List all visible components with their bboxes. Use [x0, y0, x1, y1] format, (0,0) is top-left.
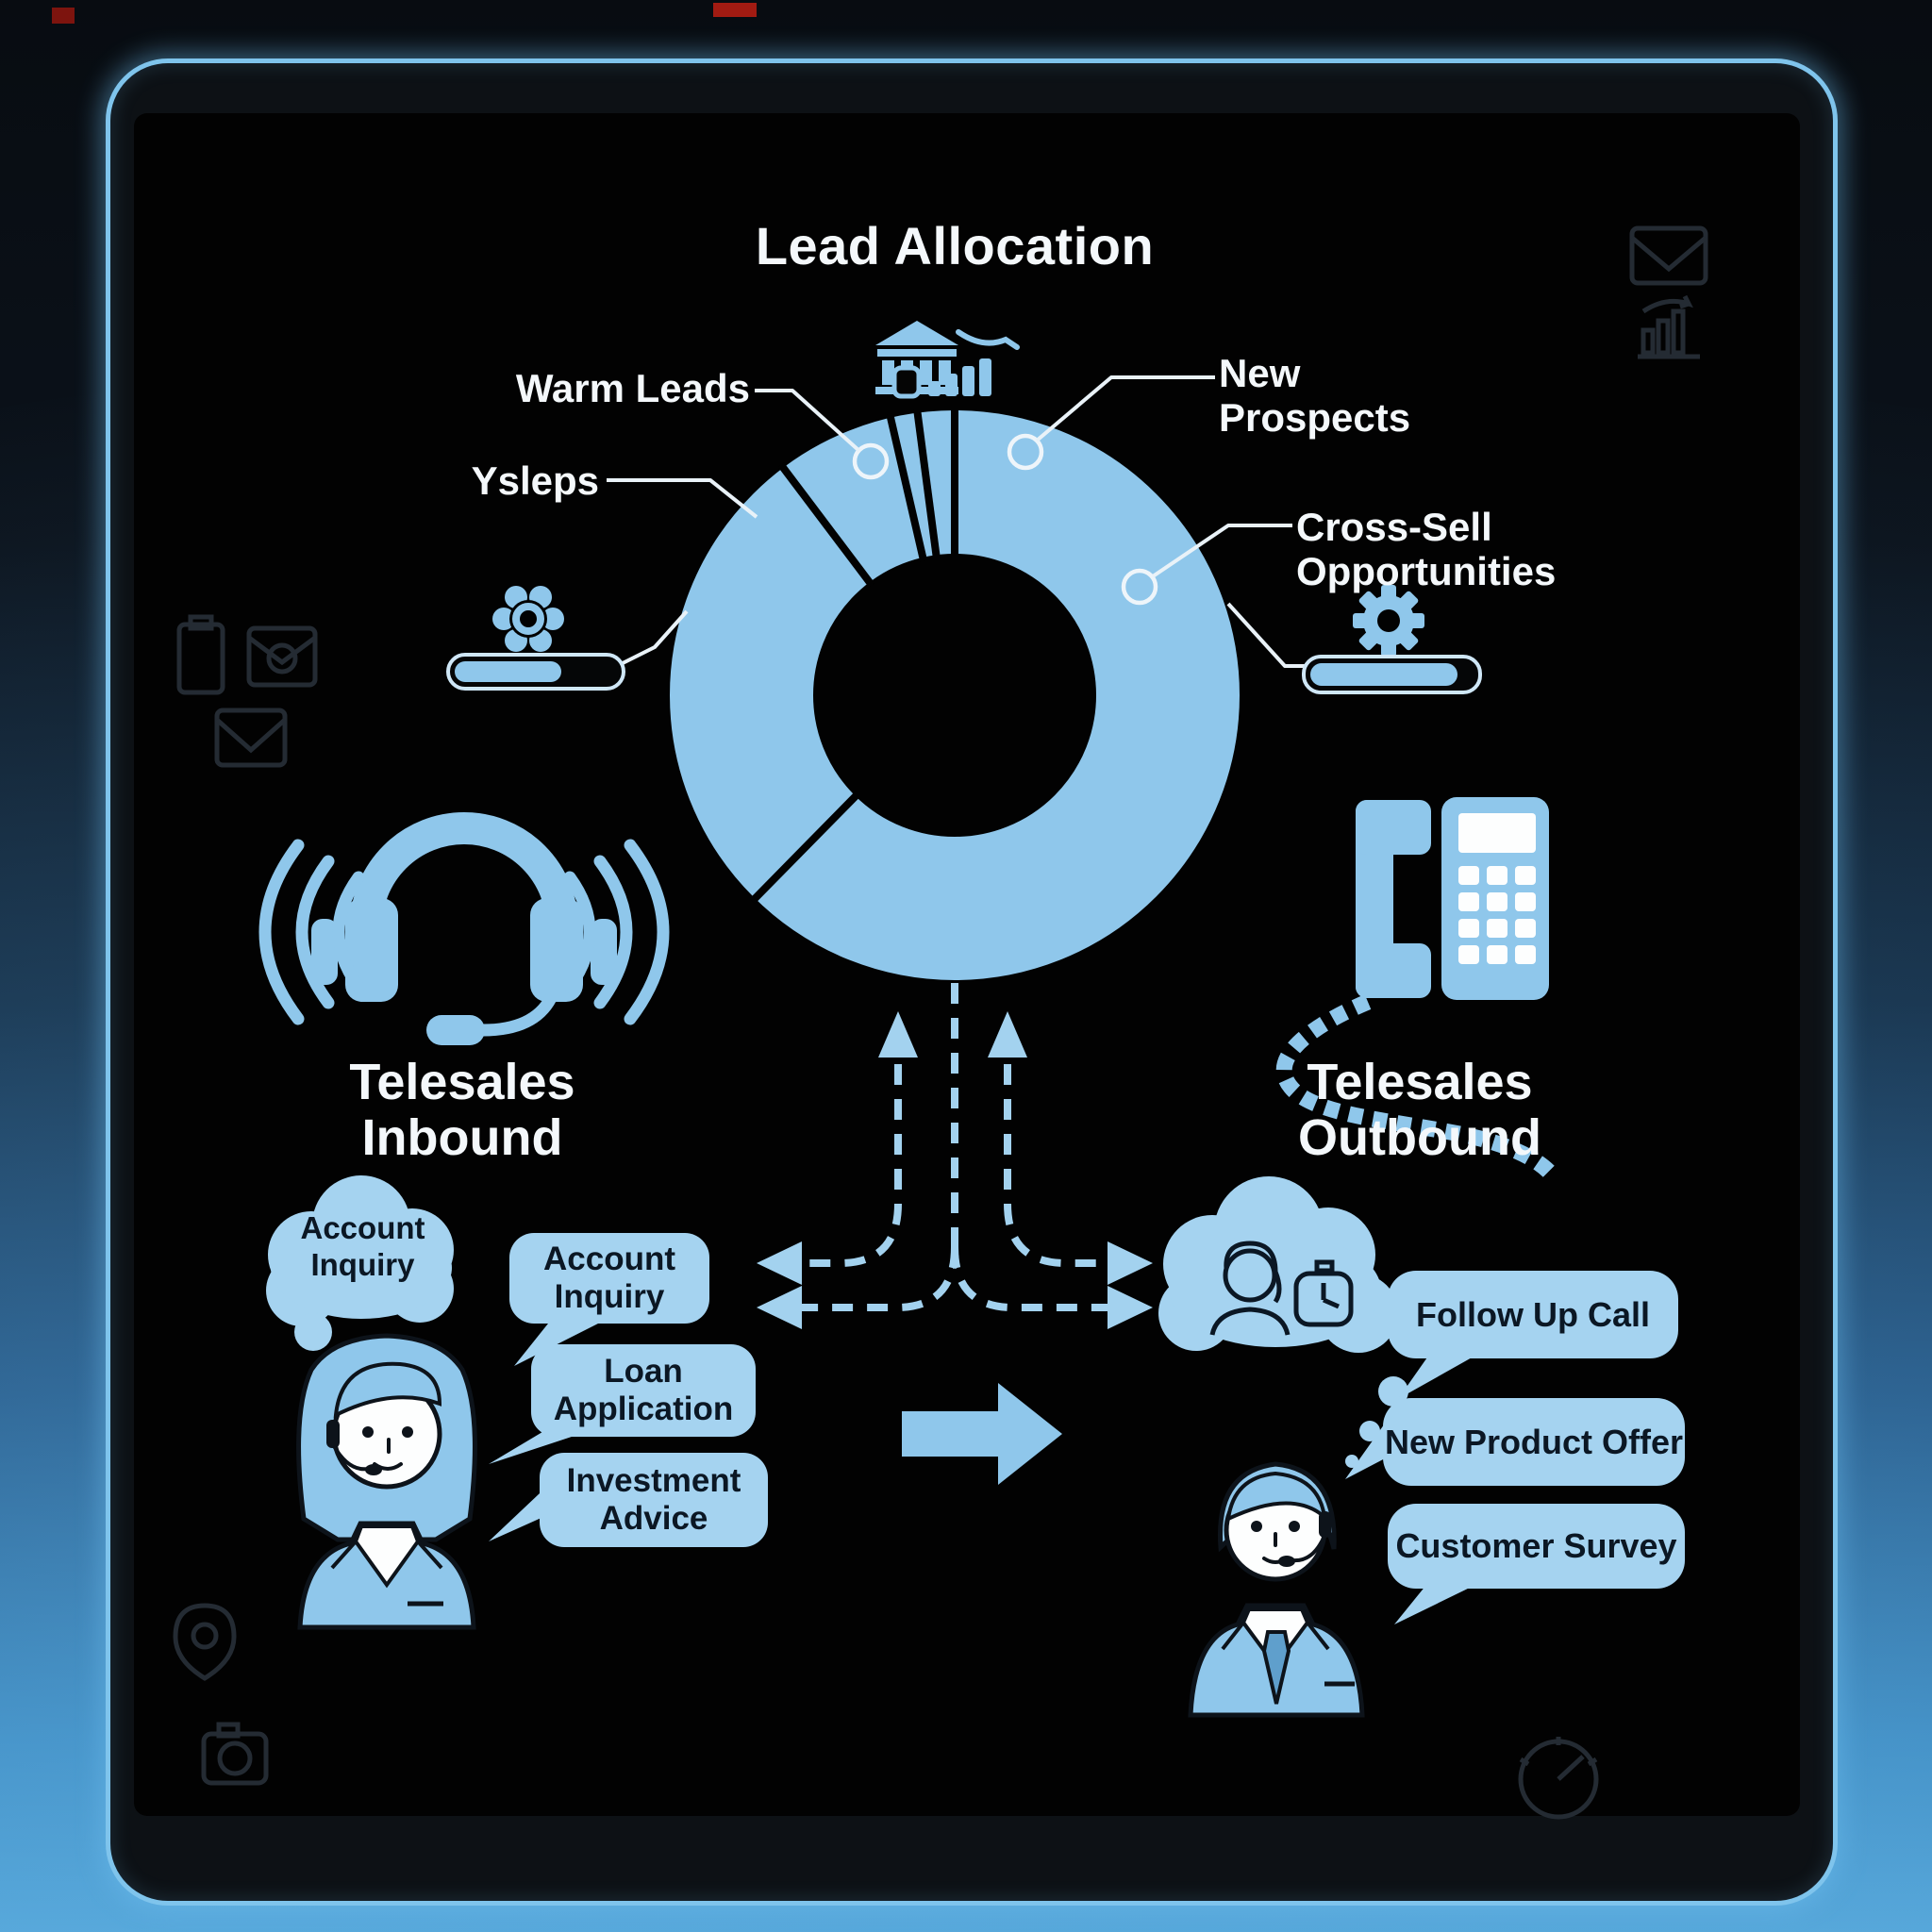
speech-bubble-new-product-offer: New Product Offer	[1383, 1398, 1685, 1486]
envelope-icon	[214, 708, 288, 768]
desk-phone-icon	[1275, 797, 1556, 1178]
warm-leads-marker	[852, 442, 890, 480]
thought-bubble-text: Account Inquiry	[300, 1210, 425, 1282]
left-progress-bar	[446, 653, 625, 691]
new-prospects-marker	[1007, 433, 1044, 471]
bank-growth-chart-icon	[875, 321, 1020, 399]
envelope-icon	[1629, 225, 1708, 286]
sound-waves	[258, 839, 670, 1025]
dashed-flow-arrows	[800, 983, 1109, 1311]
phone-cord	[1275, 994, 1556, 1178]
left-progress-fill	[455, 661, 561, 682]
telesales-inbound-heading: Telesales Inbound	[349, 1054, 575, 1167]
donut-slice-separators	[749, 407, 958, 905]
speech-bubble-account-inquiry: Account Inquiry	[509, 1233, 709, 1324]
speech-bubble-loan-application: Loan Application	[531, 1344, 756, 1437]
artifact-mark	[52, 8, 75, 24]
thought-cloud-right	[1158, 1176, 1408, 1468]
solid-right-arrow	[902, 1383, 1062, 1485]
cross-sell-label: Cross-Sell Opportunities	[1296, 505, 1557, 594]
speech-bubble-customer-survey: Customer Survey	[1388, 1504, 1685, 1589]
dashed-arrowheads	[757, 1011, 1153, 1329]
flower-gear-icon	[492, 586, 564, 652]
cross-sell-marker	[1121, 568, 1158, 606]
warm-leads-label: Warm Leads	[515, 366, 750, 410]
page-title: Lead Allocation	[755, 216, 1155, 275]
male-agent-with-headset	[1188, 1461, 1365, 1718]
donut-marker-circles	[852, 433, 1158, 606]
speech-bubble-investment-advice: Investment Advice	[540, 1453, 768, 1547]
phone-keypad	[1458, 866, 1536, 964]
customer-and-clock-icon	[1209, 1241, 1354, 1336]
background-icons	[173, 225, 1708, 1820]
ysleps-label: Ysleps	[471, 458, 599, 503]
leader-lines	[607, 375, 1306, 668]
bar-chart-icon	[1638, 294, 1700, 359]
speech-bubble-follow-up-call: Follow Up Call	[1388, 1271, 1678, 1358]
cog-gear-icon	[1353, 585, 1424, 657]
gauge-icon	[1518, 1737, 1599, 1820]
new-prospects-label: New Prospects	[1219, 351, 1411, 441]
female-agent-with-headset	[296, 1333, 477, 1630]
camera-icon	[201, 1722, 269, 1786]
clipboard-icon	[176, 614, 225, 695]
right-progress-bar	[1302, 655, 1482, 694]
telesales-outbound-heading: Telesales Outbound	[1298, 1054, 1541, 1167]
photo-mail-icon	[246, 625, 318, 688]
donut-chart	[607, 375, 1306, 980]
artifact-mark	[713, 3, 757, 17]
right-progress-fill	[1310, 663, 1457, 686]
headset-icon	[258, 812, 670, 1045]
location-pin-icon	[173, 1603, 237, 1681]
